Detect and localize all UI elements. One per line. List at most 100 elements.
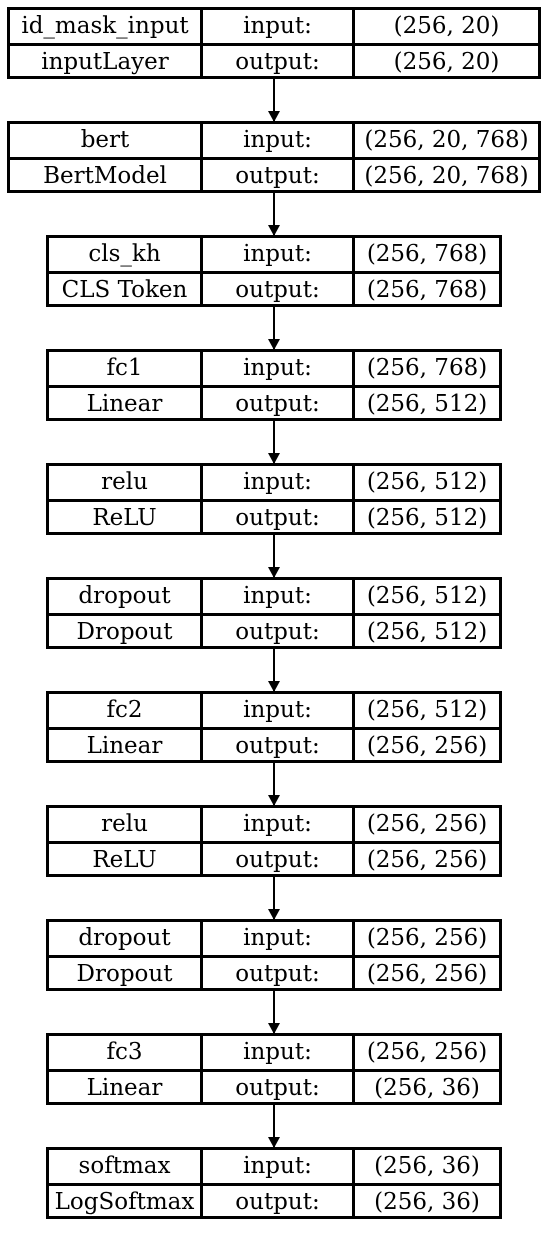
layer-type: ReLU: [92, 505, 157, 531]
output-label: output:: [235, 733, 320, 759]
arrow-head-icon: [268, 795, 280, 806]
input-shape: (256, 768): [366, 241, 488, 267]
input-shape: (256, 256): [366, 925, 488, 951]
flow-arrow: [268, 421, 280, 464]
layer-type: Linear: [86, 1075, 163, 1101]
output-shape: (256, 256): [366, 733, 488, 759]
output-shape: (256, 512): [366, 391, 488, 417]
flow-arrow: [268, 1105, 280, 1148]
input-label: input:: [243, 925, 312, 951]
layer-name: dropout: [78, 925, 171, 951]
arrow-head-icon: [268, 453, 280, 464]
input-label: input:: [243, 811, 312, 837]
layer-type: LogSoftmax: [54, 1189, 195, 1215]
output-shape: (256, 256): [366, 961, 488, 987]
arrow-head-icon: [268, 225, 280, 236]
output-shape: (256, 36): [374, 1189, 480, 1215]
input-label: input:: [243, 127, 312, 153]
row-divider: [49, 727, 499, 730]
row-divider: [49, 1183, 499, 1186]
output-label: output:: [235, 505, 320, 531]
output-label: output:: [235, 277, 320, 303]
layer-name: fc2: [106, 697, 143, 723]
flow-arrow: [268, 535, 280, 578]
layer-name: fc1: [106, 355, 143, 381]
output-label: output:: [235, 619, 320, 645]
input-label: input:: [243, 1153, 312, 1179]
arrow-head-icon: [268, 339, 280, 350]
layer-type: BertModel: [43, 163, 167, 189]
flow-arrow: [268, 193, 280, 236]
row-divider: [49, 613, 499, 616]
layer-type: ReLU: [92, 847, 157, 873]
layer-name: cls_kh: [88, 241, 161, 267]
layer-name: relu: [101, 469, 148, 495]
input-shape: (256, 512): [366, 697, 488, 723]
layer-name: softmax: [78, 1153, 171, 1179]
arrow-head-icon: [268, 909, 280, 920]
row-divider: [10, 157, 538, 160]
input-label: input:: [243, 697, 312, 723]
input-label: input:: [243, 469, 312, 495]
row-divider: [10, 43, 538, 46]
flow-arrow: [268, 649, 280, 692]
row-divider: [49, 1069, 499, 1072]
row-divider: [49, 385, 499, 388]
output-shape: (256, 20): [393, 49, 500, 75]
output-label: output:: [235, 49, 320, 75]
row-divider: [49, 499, 499, 502]
output-label: output:: [235, 847, 320, 873]
arrow-head-icon: [268, 1137, 280, 1148]
flow-arrow: [268, 991, 280, 1034]
flow-arrow: [268, 877, 280, 920]
arrow-head-icon: [268, 111, 280, 122]
input-shape: (256, 512): [366, 583, 488, 609]
flow-arrow: [268, 763, 280, 806]
row-divider: [49, 841, 499, 844]
layer-name: bert: [80, 127, 130, 153]
input-label: input:: [243, 583, 312, 609]
input-shape: (256, 36): [374, 1153, 480, 1179]
input-label: input:: [243, 1039, 312, 1065]
flow-arrow: [268, 307, 280, 350]
layer-type: Linear: [86, 391, 163, 417]
output-label: output:: [235, 163, 320, 189]
output-shape: (256, 36): [374, 1075, 480, 1101]
output-label: output:: [235, 391, 320, 417]
layer-name: dropout: [78, 583, 171, 609]
output-shape: (256, 20, 768): [364, 163, 529, 189]
input-shape: (256, 512): [366, 469, 488, 495]
output-label: output:: [235, 1189, 320, 1215]
input-shape: (256, 768): [366, 355, 488, 381]
output-label: output:: [235, 1075, 320, 1101]
layer-name: id_mask_input: [21, 13, 189, 39]
layer-type: Dropout: [76, 961, 173, 987]
input-shape: (256, 20, 768): [364, 127, 529, 153]
input-shape: (256, 256): [366, 1039, 488, 1065]
arrow-head-icon: [268, 681, 280, 692]
output-shape: (256, 512): [366, 505, 488, 531]
row-divider: [49, 955, 499, 958]
layer-type: Dropout: [76, 619, 173, 645]
arrow-head-icon: [268, 567, 280, 578]
output-label: output:: [235, 961, 320, 987]
arrow-head-icon: [268, 1023, 280, 1034]
layer-name: fc3: [106, 1039, 143, 1065]
row-divider: [49, 271, 499, 274]
input-label: input:: [243, 241, 312, 267]
layer-type: inputLayer: [41, 49, 169, 75]
layer-type: CLS Token: [61, 277, 188, 303]
output-shape: (256, 768): [366, 277, 488, 303]
layer-name: relu: [101, 811, 148, 837]
flow-arrow: [268, 79, 280, 122]
